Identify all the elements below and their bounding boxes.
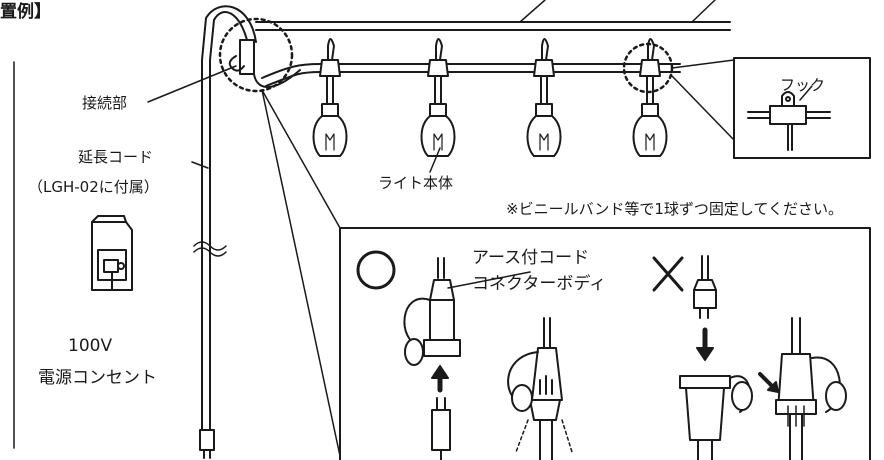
bulbs-group	[312, 38, 668, 157]
bulb-2	[420, 38, 456, 157]
hook-detail-box	[733, 57, 871, 159]
outlet-voltage-label: 100V	[68, 336, 113, 356]
bulb-1	[312, 38, 348, 157]
fixing-note: ※ビニールバンド等で1球ずつ固定してください。	[506, 200, 843, 218]
outlet-name-label: 電源コンセント	[38, 368, 157, 388]
incorrect-symbol	[652, 256, 684, 292]
extension-cord-note: （LGH-02に付属）	[28, 178, 159, 196]
header-title: 置例】	[0, 2, 51, 22]
wall-outlet	[91, 215, 133, 291]
bulb-4	[632, 38, 668, 157]
grounded-cord-label: アース付コード	[472, 248, 590, 268]
extension-cord	[193, 5, 257, 459]
light-body-label: ライト本体	[378, 174, 454, 192]
detail-leaders	[447, 271, 531, 289]
incorrect-section	[652, 255, 847, 460]
zoom-lines	[261, 89, 341, 457]
hook-callout	[622, 42, 871, 159]
connector-body-label: コネクターボディ	[472, 274, 607, 294]
bulb-3	[526, 38, 562, 157]
extension-cord-label: 延長コード	[78, 148, 154, 166]
correct-symbol	[356, 250, 396, 290]
leader-lines	[147, 65, 441, 173]
top-wire	[255, 0, 731, 31]
hook-label: フック	[780, 76, 826, 94]
correct-section	[356, 250, 573, 460]
connection-part-label: 接続部	[82, 94, 128, 112]
